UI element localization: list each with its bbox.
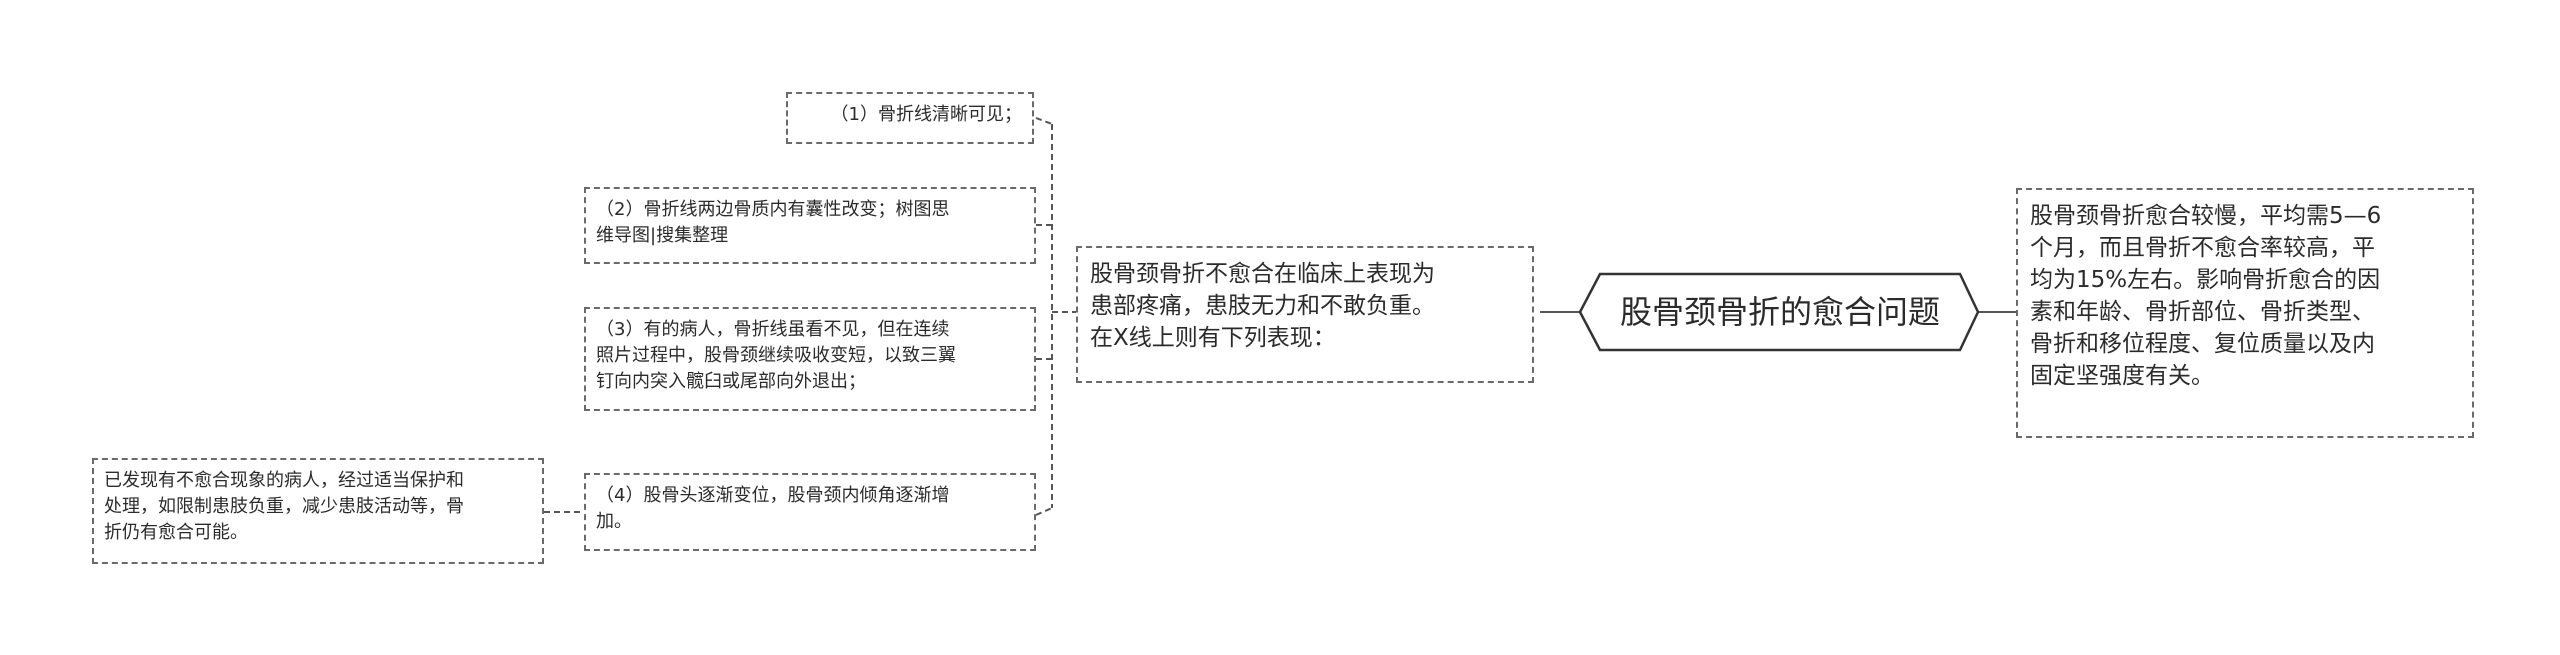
item-4[interactable]: （4）股骨头逐渐变位，股骨颈内倾角逐渐增 加。 — [584, 473, 1036, 551]
item-3[interactable]: （3）有的病人，骨折线虽看不见，但在连续 照片过程中，股骨颈继续吸收变短，以致三… — [584, 307, 1036, 411]
right-node[interactable]: 股骨颈骨折愈合较慢，平均需5—6 个月，而且骨折不愈合率较高，平 均为15%左右… — [2016, 188, 2474, 438]
note-node[interactable]: 已发现有不愈合现象的病人，经过适当保护和 处理，如限制患肢负重，减少患肢活动等，… — [92, 458, 544, 564]
link-item-1 — [1035, 117, 1053, 125]
link-item-4 — [1035, 507, 1053, 516]
left-node[interactable]: 股骨颈骨折不愈合在临床上表现为 患部疼痛，患肢无力和不敢负重。 在X线上则有下列… — [1076, 246, 1534, 383]
central-topic-shape — [1578, 272, 1980, 352]
item-1[interactable]: （1）骨折线清晰可见； — [786, 92, 1034, 144]
item-2[interactable]: （2）骨折线两边骨质内有囊性改变；树图思 维导图|搜集整理 — [584, 187, 1036, 264]
central-topic[interactable]: 股骨颈骨折的愈合问题 — [1619, 293, 1940, 331]
